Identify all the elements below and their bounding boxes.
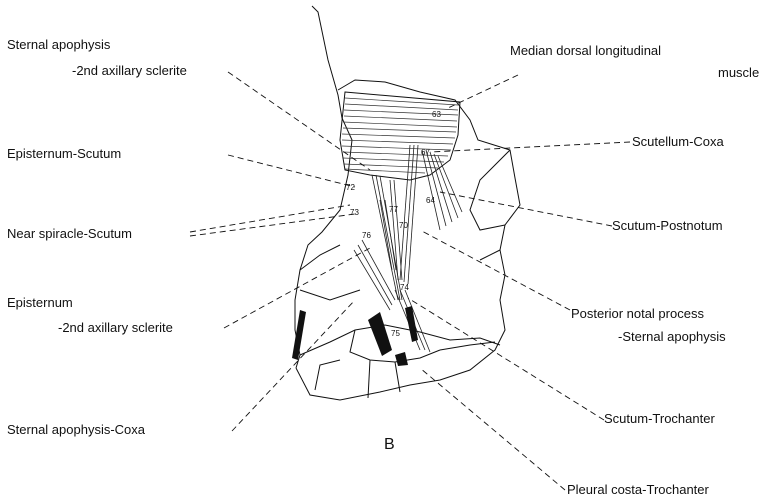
label-scutellum-coxa: Scutellum-Coxa	[632, 135, 724, 149]
muscle-number-72: 72	[346, 183, 355, 192]
figure-letter: B	[384, 436, 395, 454]
label-episternum: Episternum	[7, 296, 73, 310]
label-pleural-costa-trochanter: Pleural costa-Trochanter	[567, 483, 709, 497]
label-posterior-notal-sternal-apophysis: -Sternal apophysis	[618, 330, 726, 344]
label-scutum-trochanter: Scutum-Trochanter	[604, 412, 715, 426]
leader-near-spiracle-a	[190, 205, 350, 232]
leader-median-dorsal	[448, 75, 518, 108]
muscle-number-76: 76	[362, 231, 371, 240]
muscle-number-77: 77	[389, 205, 398, 214]
muscle-number-67: 67	[421, 148, 430, 157]
leader-posterior-notal	[420, 230, 570, 310]
leader-near-spiracle-b	[190, 214, 355, 236]
leader-episternum-2nd	[224, 248, 370, 328]
muscle-number-70: 70	[399, 221, 408, 230]
leader-lines	[190, 72, 630, 490]
label-scutum-postnotum: Scutum-Postnotum	[612, 219, 723, 233]
label-episternum-2nd-axillary: -2nd axillary sclerite	[58, 321, 173, 335]
muscle-number-75: 75	[391, 329, 400, 338]
thorax-outline	[295, 6, 520, 400]
leader-scutum-postnotum	[440, 192, 612, 226]
label-sternal-apophysis-coxa: Sternal apophysis-Coxa	[7, 423, 145, 437]
label-episternum-scutum: Episternum-Scutum	[7, 147, 121, 161]
leader-scutellum-coxa	[430, 142, 630, 152]
leader-sternal-apophysis	[228, 72, 370, 170]
muscle-number-63: 63	[432, 110, 441, 119]
label-sternal-apophysis: Sternal apophysis	[7, 38, 110, 52]
leader-pleural-costa	[420, 368, 565, 490]
label-posterior-notal-process: Posterior notal process	[571, 307, 704, 321]
label-median-dorsal-longitudinal: Median dorsal longitudinal	[510, 44, 661, 58]
muscle-number-74: 74	[400, 283, 409, 292]
label-sternal-apophysis-2nd-axillary: -2nd axillary sclerite	[72, 64, 187, 78]
muscle-number-73: 73	[350, 208, 359, 217]
label-median-dorsal-muscle: muscle	[718, 66, 759, 80]
leader-episternum-scutum	[228, 155, 355, 187]
leader-sternal-apophysis-coxa	[232, 300, 355, 431]
muscle-number-64: 64	[426, 196, 435, 205]
label-near-spiracle-scutum: Near spiracle-Scutum	[7, 227, 132, 241]
